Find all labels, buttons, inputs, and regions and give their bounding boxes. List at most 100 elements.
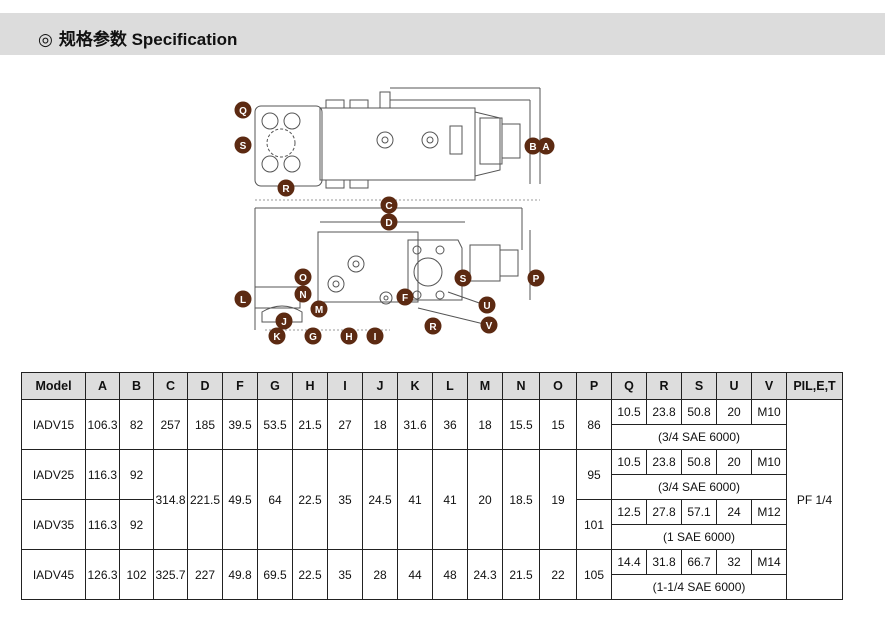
th-r: R: [646, 372, 682, 400]
th-s: S: [681, 372, 717, 400]
cell-flange: (1-1/4 SAE 6000): [611, 574, 787, 600]
cell-r: 27.8: [646, 499, 682, 525]
cell-a: 116.3: [85, 499, 120, 550]
cell-f: 49.8: [222, 549, 258, 600]
th-a: A: [85, 372, 120, 400]
cell-u: 24: [716, 499, 752, 525]
cell-f: 39.5: [222, 399, 258, 450]
top-view-left-block: [254, 105, 323, 187]
marker-l: L: [234, 290, 252, 308]
double-circle-icon: ◎: [38, 30, 53, 49]
svg-text:R: R: [282, 184, 290, 195]
cell-p: 86: [576, 399, 612, 450]
th-f: F: [222, 372, 258, 400]
cell-model: IADV15: [21, 399, 86, 450]
th-i: I: [327, 372, 363, 400]
th-j: J: [362, 372, 398, 400]
svg-text:K: K: [273, 332, 281, 343]
th-g: G: [257, 372, 293, 400]
cell-b: 92: [119, 499, 154, 550]
marker-o: O: [294, 268, 312, 286]
cell-n: 21.5: [502, 549, 540, 600]
top-view-right-taper: [474, 111, 501, 177]
cell-c: 257: [153, 399, 188, 450]
svg-text:H: H: [345, 332, 352, 343]
svg-text:R: R: [429, 322, 437, 333]
technical-drawing: Q S R B A C D O N M L J K G H I F S P U …: [234, 87, 555, 345]
cell-h-shared: 22.5: [292, 449, 328, 550]
marker-g: G: [304, 327, 322, 345]
svg-text:J: J: [281, 317, 287, 328]
svg-text:S: S: [460, 274, 467, 285]
cell-o: 22: [539, 549, 577, 600]
cell-b: 92: [119, 449, 154, 500]
cell-p: 101: [576, 499, 612, 550]
cell-flange: (1 SAE 6000): [611, 524, 787, 550]
th-d: D: [187, 372, 223, 400]
cell-g: 69.5: [257, 549, 293, 600]
top-view-fitting: [479, 117, 503, 165]
cell-u: 20: [716, 399, 752, 425]
cell-a: 106.3: [85, 399, 120, 450]
table-row: IADV35 116.3 92 101 12.5 27.8 57.1 24 M1…: [21, 499, 843, 550]
cell-j: 18: [362, 399, 398, 450]
section-header: [0, 13, 885, 55]
cell-s: 66.7: [681, 549, 717, 575]
cell-o: 15: [539, 399, 577, 450]
marker-r-front: R: [424, 317, 442, 335]
cell-l-shared: 41: [432, 449, 468, 550]
marker-d: D: [380, 213, 398, 231]
marker-u: U: [478, 296, 496, 314]
th-b: B: [119, 372, 154, 400]
cell-model: IADV35: [21, 499, 86, 550]
cell-pil-e-t: PF 1/4: [786, 399, 843, 600]
title-en: Specification: [131, 30, 238, 49]
cell-h: 21.5: [292, 399, 328, 450]
th-u: U: [716, 372, 752, 400]
cell-j-shared: 24.5: [362, 449, 398, 550]
marker-f: F: [396, 288, 414, 306]
svg-text:P: P: [533, 274, 540, 285]
th-p: P: [576, 372, 612, 400]
cell-n-shared: 18.5: [502, 449, 540, 550]
cell-c: 325.7: [153, 549, 188, 600]
cell-flange: (3/4 SAE 6000): [611, 474, 787, 500]
cell-s: 50.8: [681, 399, 717, 425]
table-row: IADV25 116.3 92 314.8 221.5 49.5 64 22.5…: [21, 449, 843, 550]
cell-q: 10.5: [611, 399, 647, 425]
title-cn: 规格参数: [58, 30, 127, 49]
th-k: K: [397, 372, 433, 400]
marker-m: M: [310, 300, 328, 318]
svg-text:S: S: [240, 141, 247, 152]
cell-d: 227: [187, 549, 223, 600]
cell-b: 102: [119, 549, 154, 600]
cell-a: 116.3: [85, 449, 120, 500]
cell-h: 22.5: [292, 549, 328, 600]
cell-j: 28: [362, 549, 398, 600]
svg-text:B: B: [529, 142, 536, 153]
cell-u: 20: [716, 449, 752, 475]
table-header-row: Model A B C D F G H I J K L M N O P Q R …: [21, 372, 843, 400]
cell-v: M10: [751, 399, 787, 425]
cell-v: M10: [751, 449, 787, 475]
marker-v: V: [480, 316, 498, 334]
svg-text:Q: Q: [239, 106, 247, 117]
cell-u: 32: [716, 549, 752, 575]
cell-r: 23.8: [646, 399, 682, 425]
cell-p: 95: [576, 449, 612, 500]
cell-m: 24.3: [467, 549, 503, 600]
cell-s: 57.1: [681, 499, 717, 525]
cell-k-shared: 41: [397, 449, 433, 550]
table-row: (3/4 SAE 6000): [22, 474, 843, 500]
cell-g-shared: 64: [257, 449, 293, 550]
top-view-body: [319, 107, 476, 181]
th-model: Model: [21, 372, 86, 400]
cell-a: 126.3: [85, 549, 120, 600]
svg-text:F: F: [402, 293, 408, 304]
cell-r: 23.8: [646, 449, 682, 475]
marker-b: B: [524, 137, 542, 155]
cell-d-shared: 221.5: [187, 449, 223, 550]
th-o: O: [539, 372, 577, 400]
cell-r: 31.8: [646, 549, 682, 575]
cell-c-shared: 314.8: [153, 449, 188, 550]
